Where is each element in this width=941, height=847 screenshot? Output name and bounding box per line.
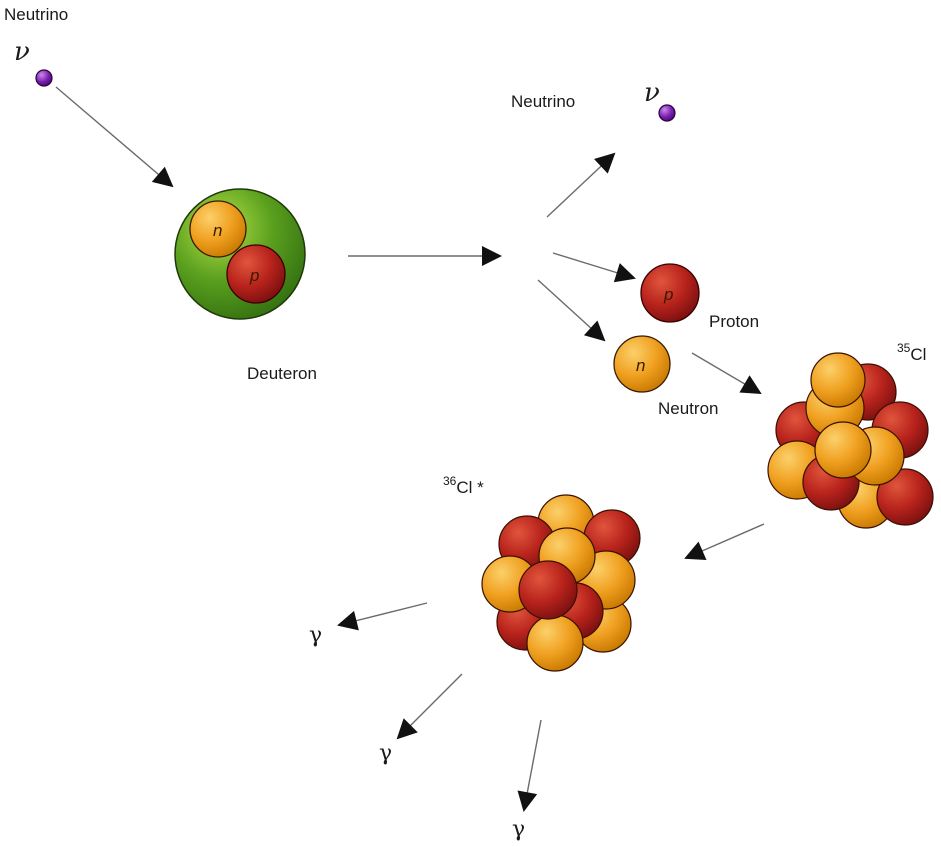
- deuteron-proton-letter: p: [249, 266, 259, 285]
- neutron-particle: [613, 335, 671, 393]
- neutrino-in-arrow: [55, 86, 174, 188]
- proton-arrow: [552, 252, 636, 283]
- nucleon: [814, 421, 872, 479]
- neutrino-in-label: Neutrino: [4, 5, 68, 24]
- proton-label: Proton: [709, 312, 759, 331]
- cl36-nucleus: [481, 494, 641, 672]
- neutrino-in-particle: [35, 69, 53, 87]
- neutrino-out-symbol: ν: [644, 78, 660, 108]
- neutrino-out-particle: [658, 104, 676, 122]
- deuteron-proton: [226, 244, 286, 304]
- cl35-label: 35Cl: [897, 341, 926, 364]
- neutron-arrow: [537, 279, 606, 342]
- gamma-arrow-2: [396, 673, 463, 740]
- cl36-element: Cl *: [456, 478, 484, 497]
- nucleon: [810, 352, 866, 408]
- cl35-nucleus: [767, 352, 934, 529]
- neutron-capture-arrow: [691, 352, 762, 395]
- cl35-element: Cl: [910, 345, 926, 364]
- cl36-label: 36Cl *: [443, 474, 484, 497]
- deuteron-neutron-letter: n: [213, 221, 222, 240]
- deuteron: n p: [174, 188, 306, 320]
- gamma-label-3: γ: [512, 817, 525, 842]
- gamma-label-2: γ: [379, 741, 392, 766]
- nucleon: [876, 468, 934, 526]
- gamma-label-1: γ: [309, 623, 322, 648]
- nucleon: [518, 560, 578, 620]
- gamma-arrow-3: [517, 719, 542, 812]
- cl35-mass: 35: [897, 341, 911, 355]
- cl36-arrow: [684, 523, 765, 560]
- neutrino-out-arrow: [546, 152, 616, 218]
- cl36-mass: 36: [443, 474, 457, 488]
- nucleon: [526, 614, 584, 672]
- neutrino-out-label: Neutrino: [511, 92, 575, 111]
- neutron-letter: n: [636, 356, 645, 375]
- deuteron-neutron: [189, 200, 247, 258]
- proton-particle: [640, 263, 700, 323]
- gamma-arrow-1: [337, 602, 428, 631]
- deuteron-label: Deuteron: [247, 364, 317, 383]
- neutron-label: Neutron: [658, 399, 718, 418]
- neutrino-in-symbol: ν: [14, 37, 30, 67]
- proton-letter: p: [663, 285, 673, 304]
